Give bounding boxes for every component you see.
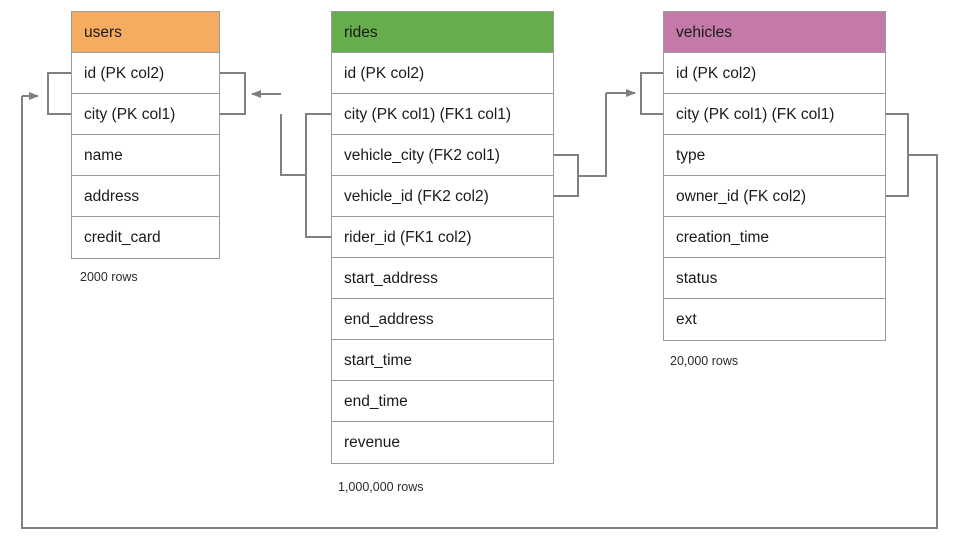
entity-vehicles[interactable]: vehicles id (PK col2) city (PK col1) (FK…	[663, 11, 886, 341]
connector-users-left-bracket	[47, 72, 71, 115]
entity-rides-field-revenue: revenue	[332, 422, 553, 463]
entity-users-field-id: id (PK col2)	[72, 53, 219, 94]
entity-users[interactable]: users id (PK col2) city (PK col1) name a…	[71, 11, 220, 259]
entity-rides-field-rider-id: rider_id (FK1 col2)	[332, 217, 553, 258]
connector-rides-fk1-bracket	[305, 113, 331, 238]
entity-rides-field-start-address: start_address	[332, 258, 553, 299]
entity-users-field-address: address	[72, 176, 219, 217]
entity-rides-header: rides	[332, 12, 553, 53]
connector-users-right-bracket	[220, 72, 246, 115]
entity-vehicles-row-count: 20,000 rows	[670, 354, 739, 368]
entity-vehicles-field-city: city (PK col1) (FK col1)	[664, 94, 885, 135]
entity-rides-field-city: city (PK col1) (FK1 col1)	[332, 94, 553, 135]
entity-vehicles-field-type: type	[664, 135, 885, 176]
connector-vehicles-left-bracket	[640, 72, 663, 115]
entity-rides-field-end-address: end_address	[332, 299, 553, 340]
entity-rides[interactable]: rides id (PK col2) city (PK col1) (FK1 c…	[331, 11, 554, 464]
entity-vehicles-field-id: id (PK col2)	[664, 53, 885, 94]
entity-users-header: users	[72, 12, 219, 53]
entity-users-field-credit-card: credit_card	[72, 217, 219, 258]
entity-users-field-name: name	[72, 135, 219, 176]
connector-rides-fk2-bracket	[554, 154, 579, 197]
entity-vehicles-field-owner-id: owner_id (FK col2)	[664, 176, 885, 217]
entity-rides-row-count: 1,000,000 rows	[338, 480, 424, 494]
entity-users-row-count: 2000 rows	[80, 270, 138, 284]
entity-users-field-city: city (PK col1)	[72, 94, 219, 135]
entity-rides-field-end-time: end_time	[332, 381, 553, 422]
entity-vehicles-field-ext: ext	[664, 299, 885, 340]
entity-vehicles-field-status: status	[664, 258, 885, 299]
entity-rides-field-id: id (PK col2)	[332, 53, 553, 94]
entity-rides-field-start-time: start_time	[332, 340, 553, 381]
connector-rides-fk1-stem	[280, 114, 306, 176]
entity-vehicles-field-creation-time: creation_time	[664, 217, 885, 258]
entity-vehicles-header: vehicles	[664, 12, 885, 53]
entity-rides-field-vehicle-id: vehicle_id (FK2 col2)	[332, 176, 553, 217]
connector-vehicles-right-bracket	[886, 113, 909, 197]
connector-rides-fk2-stem	[578, 93, 607, 177]
entity-rides-field-vehicle-city: vehicle_city (FK2 col1)	[332, 135, 553, 176]
